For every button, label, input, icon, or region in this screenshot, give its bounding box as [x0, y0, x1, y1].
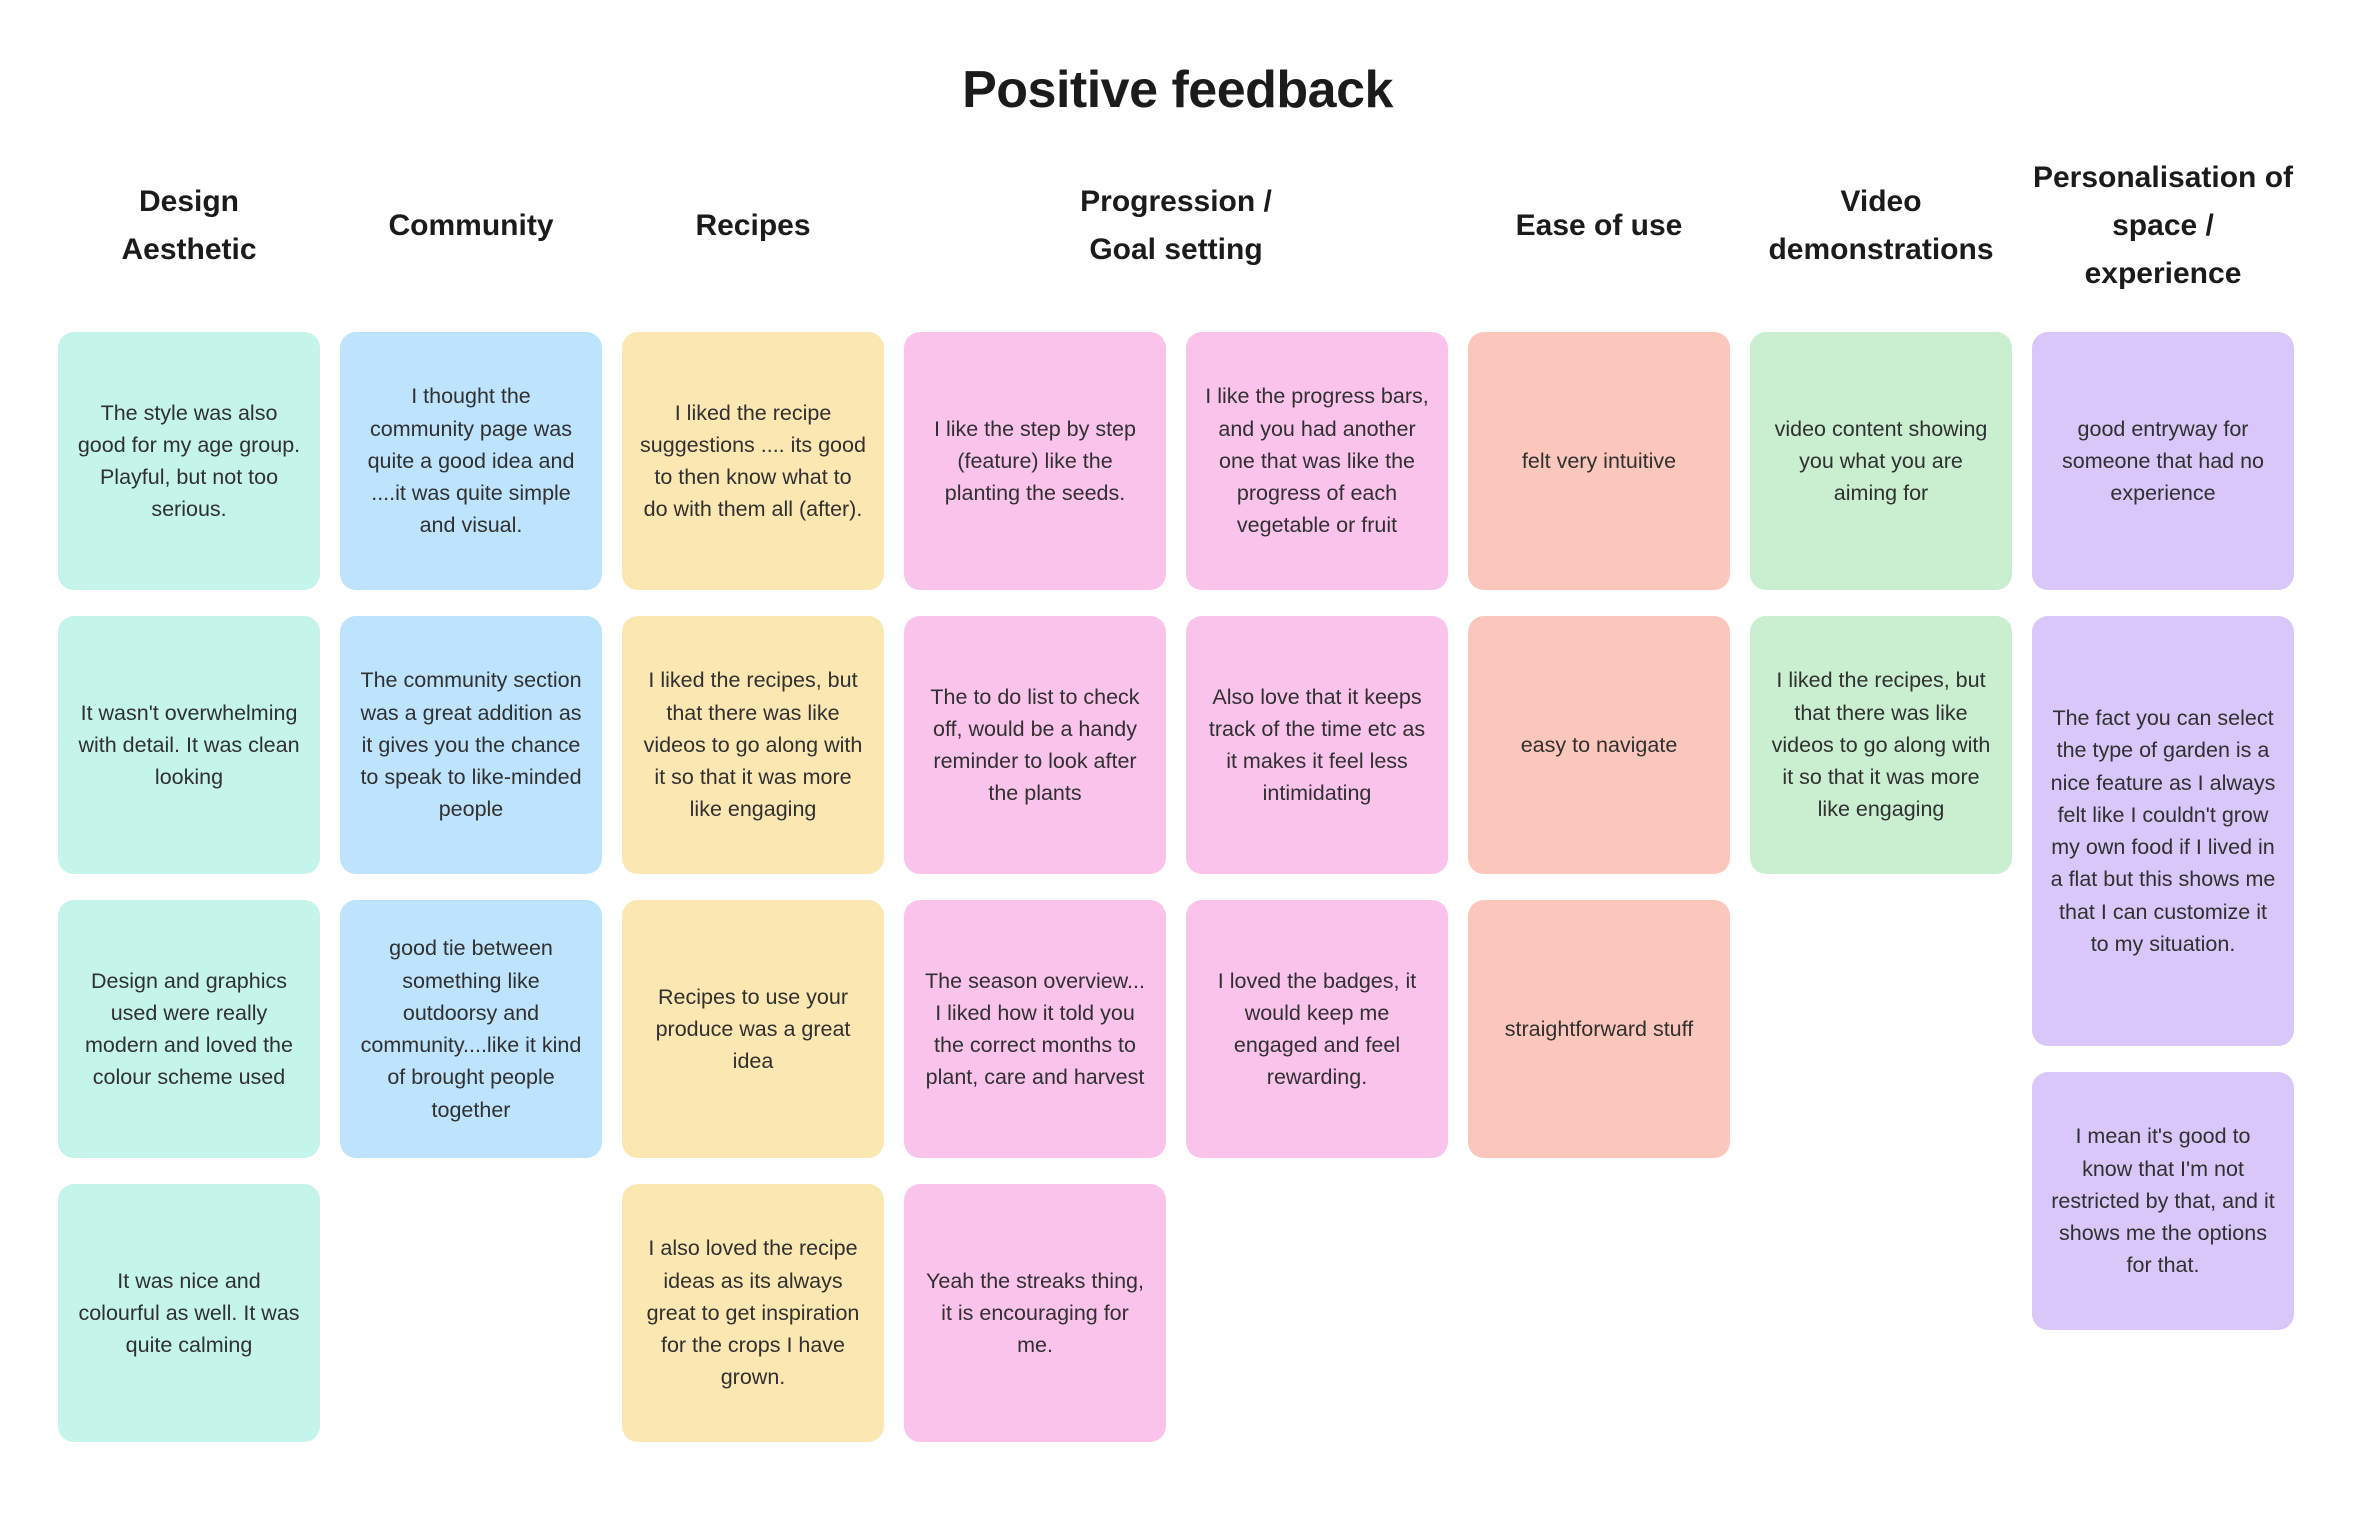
sticky-note-personalisation-2[interactable]: The fact you can select the type of gard… [2032, 616, 2294, 1046]
sticky-note-recipes-1[interactable]: I liked the recipe suggestions .... its … [622, 332, 884, 590]
sticky-note-community-1[interactable]: I thought the community page was quite a… [340, 332, 602, 590]
sticky-note-personalisation-1[interactable]: good entryway for someone that had no ex… [2032, 332, 2294, 590]
column-header-design-aesthetic: Design Aesthetic [121, 185, 257, 266]
sticky-note-progression-7[interactable]: I loved the badges, it would keep me eng… [1186, 900, 1448, 1158]
sticky-note-design-1[interactable]: The style was also good for my age group… [58, 332, 320, 590]
sticky-note-recipes-3[interactable]: Recipes to use your produce was a great … [622, 900, 884, 1158]
board-title: Positive feedback [962, 61, 1393, 119]
notes-column-recipes: I liked the recipe suggestions .... its … [622, 332, 884, 1442]
sticky-note-design-4[interactable]: It was nice and colourful as well. It wa… [58, 1184, 320, 1442]
sticky-note-recipes-2[interactable]: I liked the recipes, but that there was … [622, 616, 884, 874]
column-header-community: Community [388, 209, 554, 242]
notes-column-ease-of-use: felt very intuitive easy to navigate str… [1468, 332, 1730, 1442]
sticky-note-design-2[interactable]: It wasn't overwhelming with detail. It w… [58, 616, 320, 874]
sticky-note-progression-2[interactable]: The to do list to check off, would be a … [904, 616, 1166, 874]
sticky-note-video-2[interactable]: I liked the recipes, but that there was … [1750, 616, 2012, 874]
column-header-ease-of-use: Ease of use [1515, 209, 1683, 242]
sticky-note-progression-5[interactable]: I like the progress bars, and you had an… [1186, 332, 1448, 590]
sticky-note-progression-4[interactable]: Yeah the streaks thing, it is encouragin… [904, 1184, 1166, 1442]
column-header-personalisation: Personalisation of space / experience [2032, 161, 2294, 290]
notes-column-design-aesthetic: The style was also good for my age group… [58, 332, 320, 1442]
notes-column-progression-right: I like the progress bars, and you had an… [1186, 332, 1448, 1442]
sticky-note-design-3[interactable]: Design and graphics used were really mod… [58, 900, 320, 1158]
sticky-note-video-1[interactable]: video content showing you what you are a… [1750, 332, 2012, 590]
sticky-note-ease-1[interactable]: felt very intuitive [1468, 332, 1730, 590]
notes-column-video-demonstrations: video content showing you what you are a… [1750, 332, 2012, 1442]
sticky-note-progression-1[interactable]: I like the step by step (feature) like t… [904, 332, 1166, 590]
column-header-progression-goal-setting: Progression / Goal setting [1080, 185, 1272, 266]
sticky-note-recipes-4[interactable]: I also loved the recipe ideas as its alw… [622, 1184, 884, 1442]
feedback-board: Design Aesthetic Community Recipes Progr… [58, 120, 2355, 1442]
sticky-note-progression-3[interactable]: The season overview... I liked how it to… [904, 900, 1166, 1158]
notes-column-community: I thought the community page was quite a… [340, 332, 602, 1442]
sticky-note-community-2[interactable]: The community section was a great additi… [340, 616, 602, 874]
sticky-note-personalisation-3[interactable]: I mean it's good to know that I'm not re… [2032, 1072, 2294, 1330]
sticky-note-progression-6[interactable]: Also love that it keeps track of the tim… [1186, 616, 1448, 874]
notes-column-personalisation: good entryway for someone that had no ex… [2032, 332, 2294, 1442]
column-header-recipes: Recipes [695, 209, 811, 242]
column-header-video-demonstrations: Video demonstrations [1768, 185, 1994, 266]
whiteboard-canvas: Positive feedback Design Aesthetic Commu… [0, 60, 2355, 1442]
notes-column-progression-left: I like the step by step (feature) like t… [904, 332, 1166, 1442]
sticky-note-ease-3[interactable]: straightforward stuff [1468, 900, 1730, 1158]
sticky-note-community-3[interactable]: good tie between something like outdoors… [340, 900, 602, 1158]
sticky-note-ease-2[interactable]: easy to navigate [1468, 616, 1730, 874]
